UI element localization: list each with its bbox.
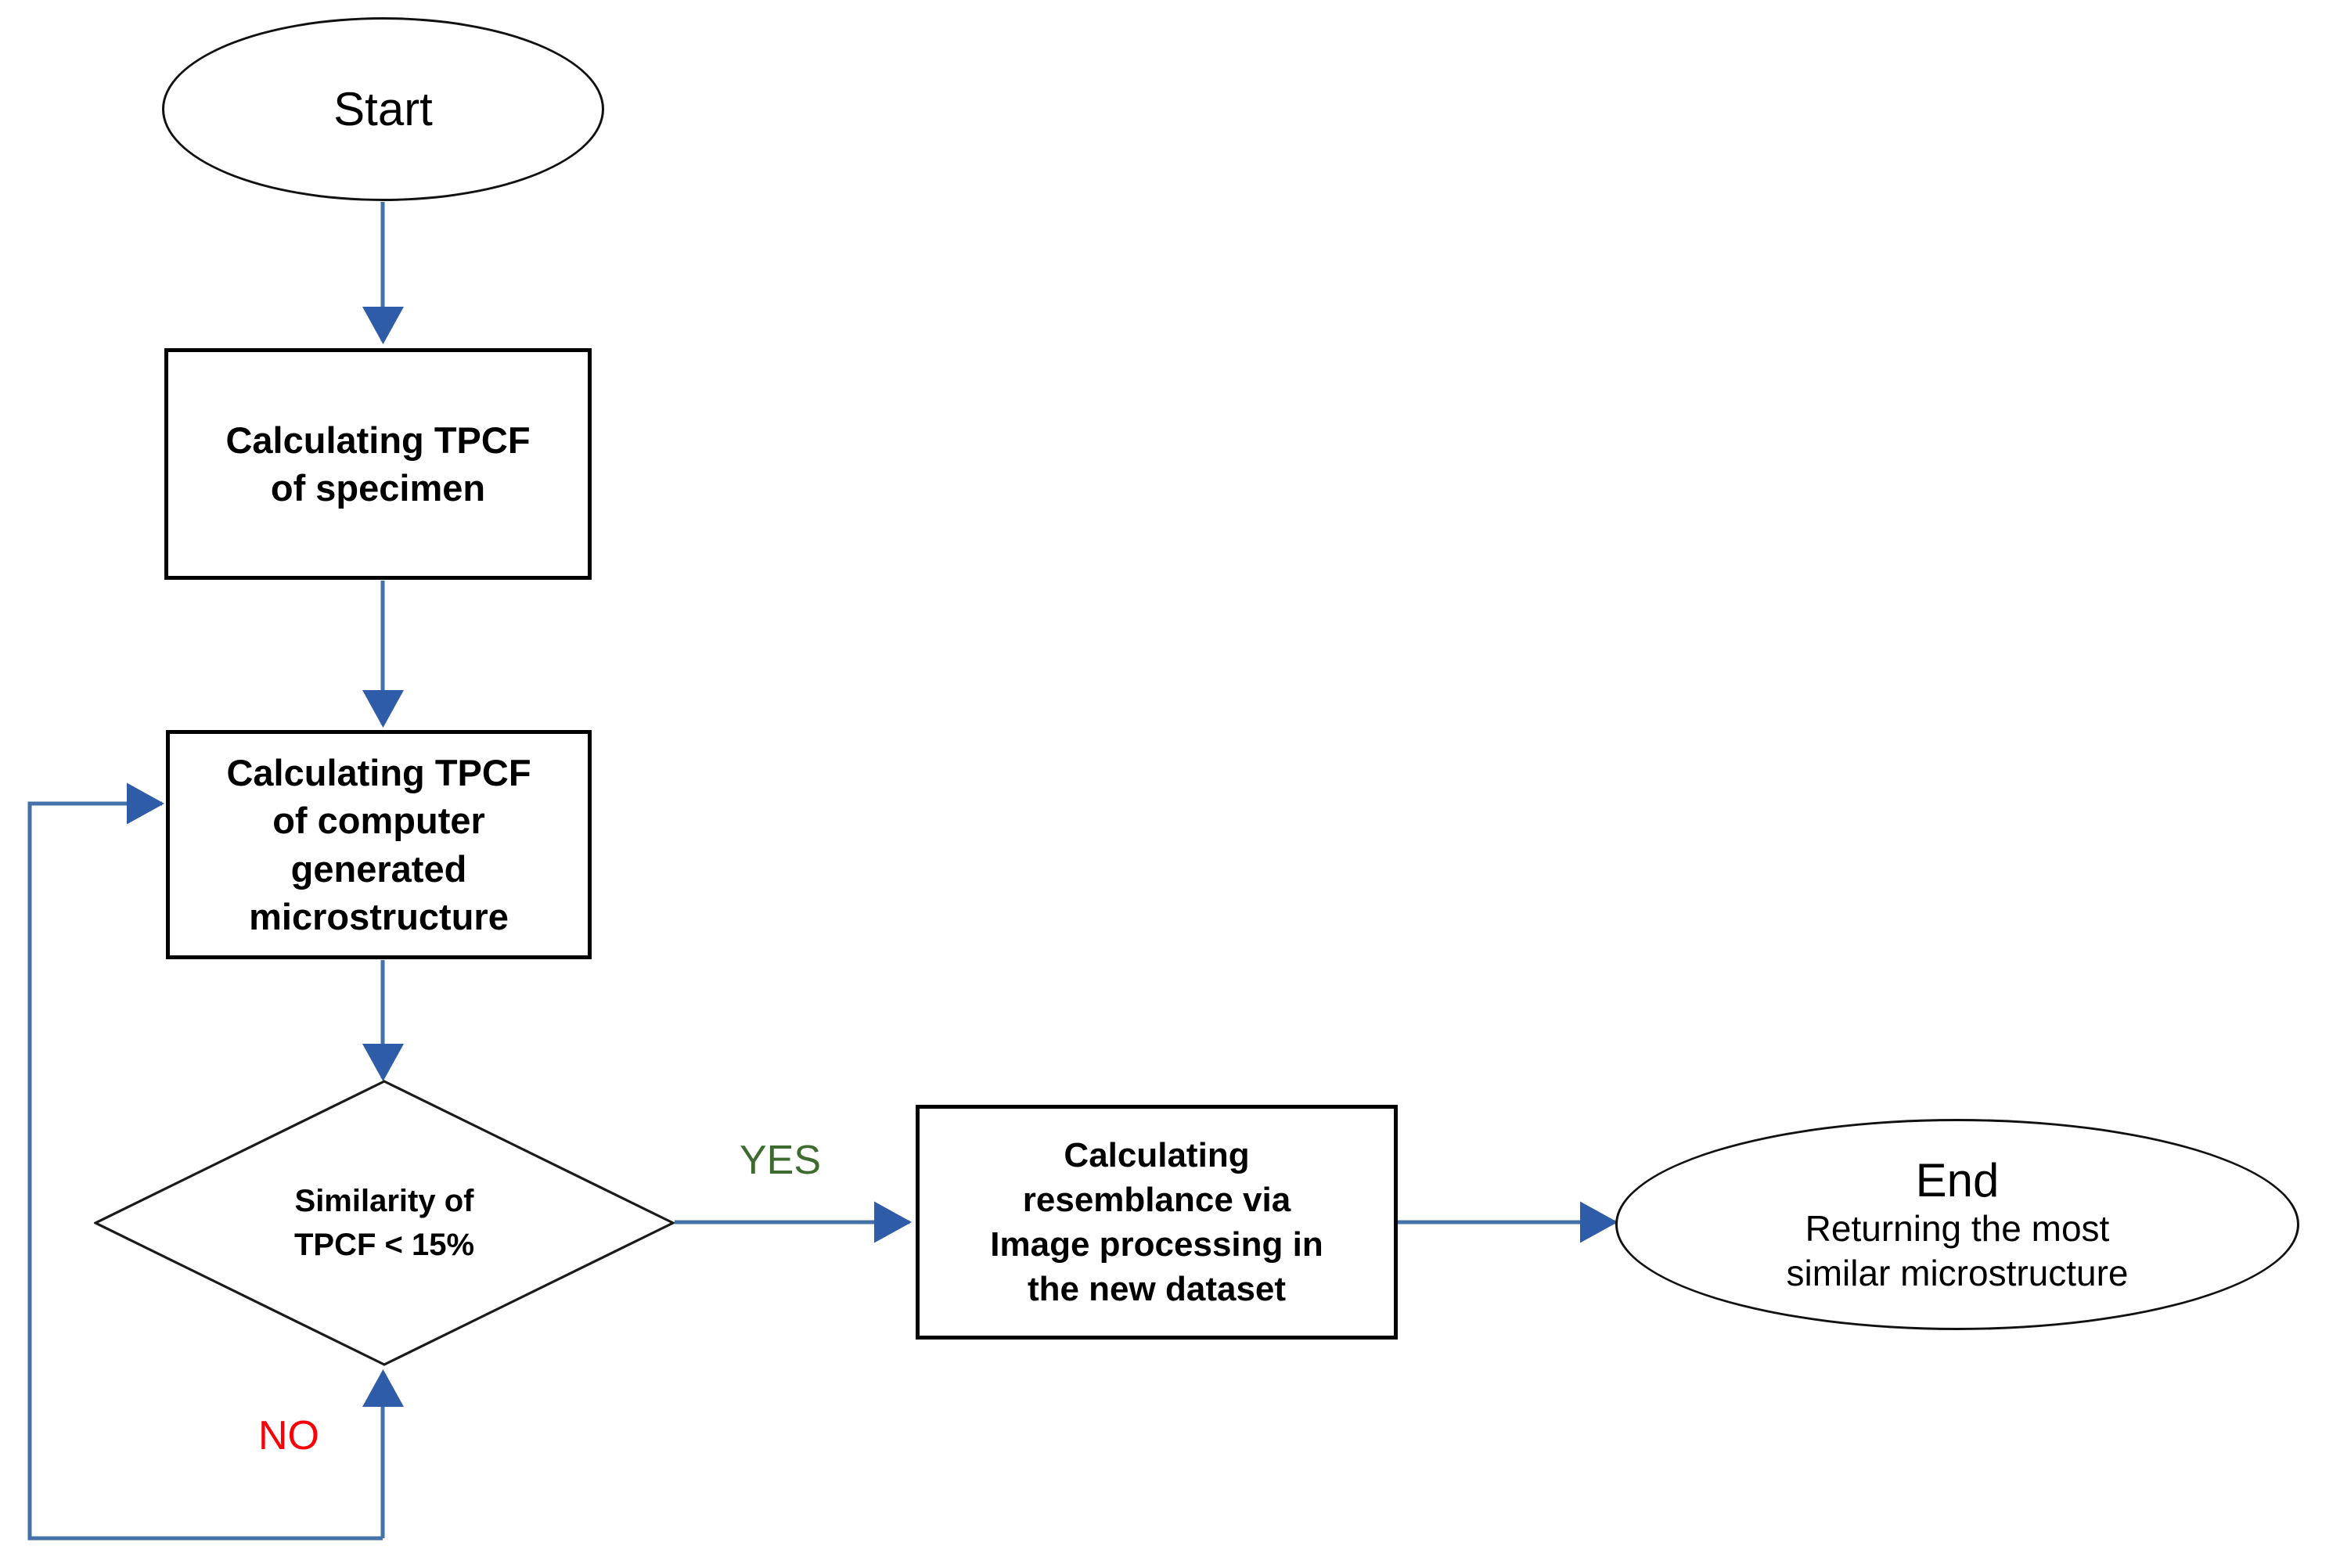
node-calculating-resemblance[interactable]: Calculating resemblance via Image proces… (916, 1105, 1398, 1340)
node-end-subtitle: Returning the most similar microstructur… (1786, 1208, 2129, 1293)
node-calculating-resemblance-label: Calculating resemblance via Image proces… (990, 1135, 1323, 1309)
edge-label-yes: YES (740, 1138, 822, 1183)
node-decision-similarity[interactable]: Similarity of TPCF < 15% (94, 1080, 675, 1366)
node-calculating-tpcf-generated[interactable]: Calculating TPCF of computer generated m… (166, 730, 592, 959)
node-decision-similarity-label: Similarity of TPCF < 15% (293, 1184, 475, 1262)
node-end-title: End (1915, 1154, 2000, 1207)
node-end[interactable]: End Returning the most similar microstru… (1615, 1119, 2299, 1330)
node-start[interactable]: Start (162, 17, 604, 201)
decision-label-wrap: Similarity of TPCF < 15% (94, 1080, 675, 1366)
node-calculating-tpcf-specimen[interactable]: Calculating TPCF of specimen (164, 348, 592, 580)
node-calculating-tpcf-specimen-label: Calculating TPCF of specimen (225, 419, 531, 509)
node-calculating-tpcf-generated-label: Calculating TPCF of computer generated m… (226, 752, 531, 937)
decision-diamond-shape (94, 1080, 675, 1366)
node-end-text-group: End Returning the most similar microstru… (1618, 1154, 2297, 1294)
edge-label-no: NO (258, 1413, 319, 1458)
node-start-label: Start (333, 82, 433, 135)
